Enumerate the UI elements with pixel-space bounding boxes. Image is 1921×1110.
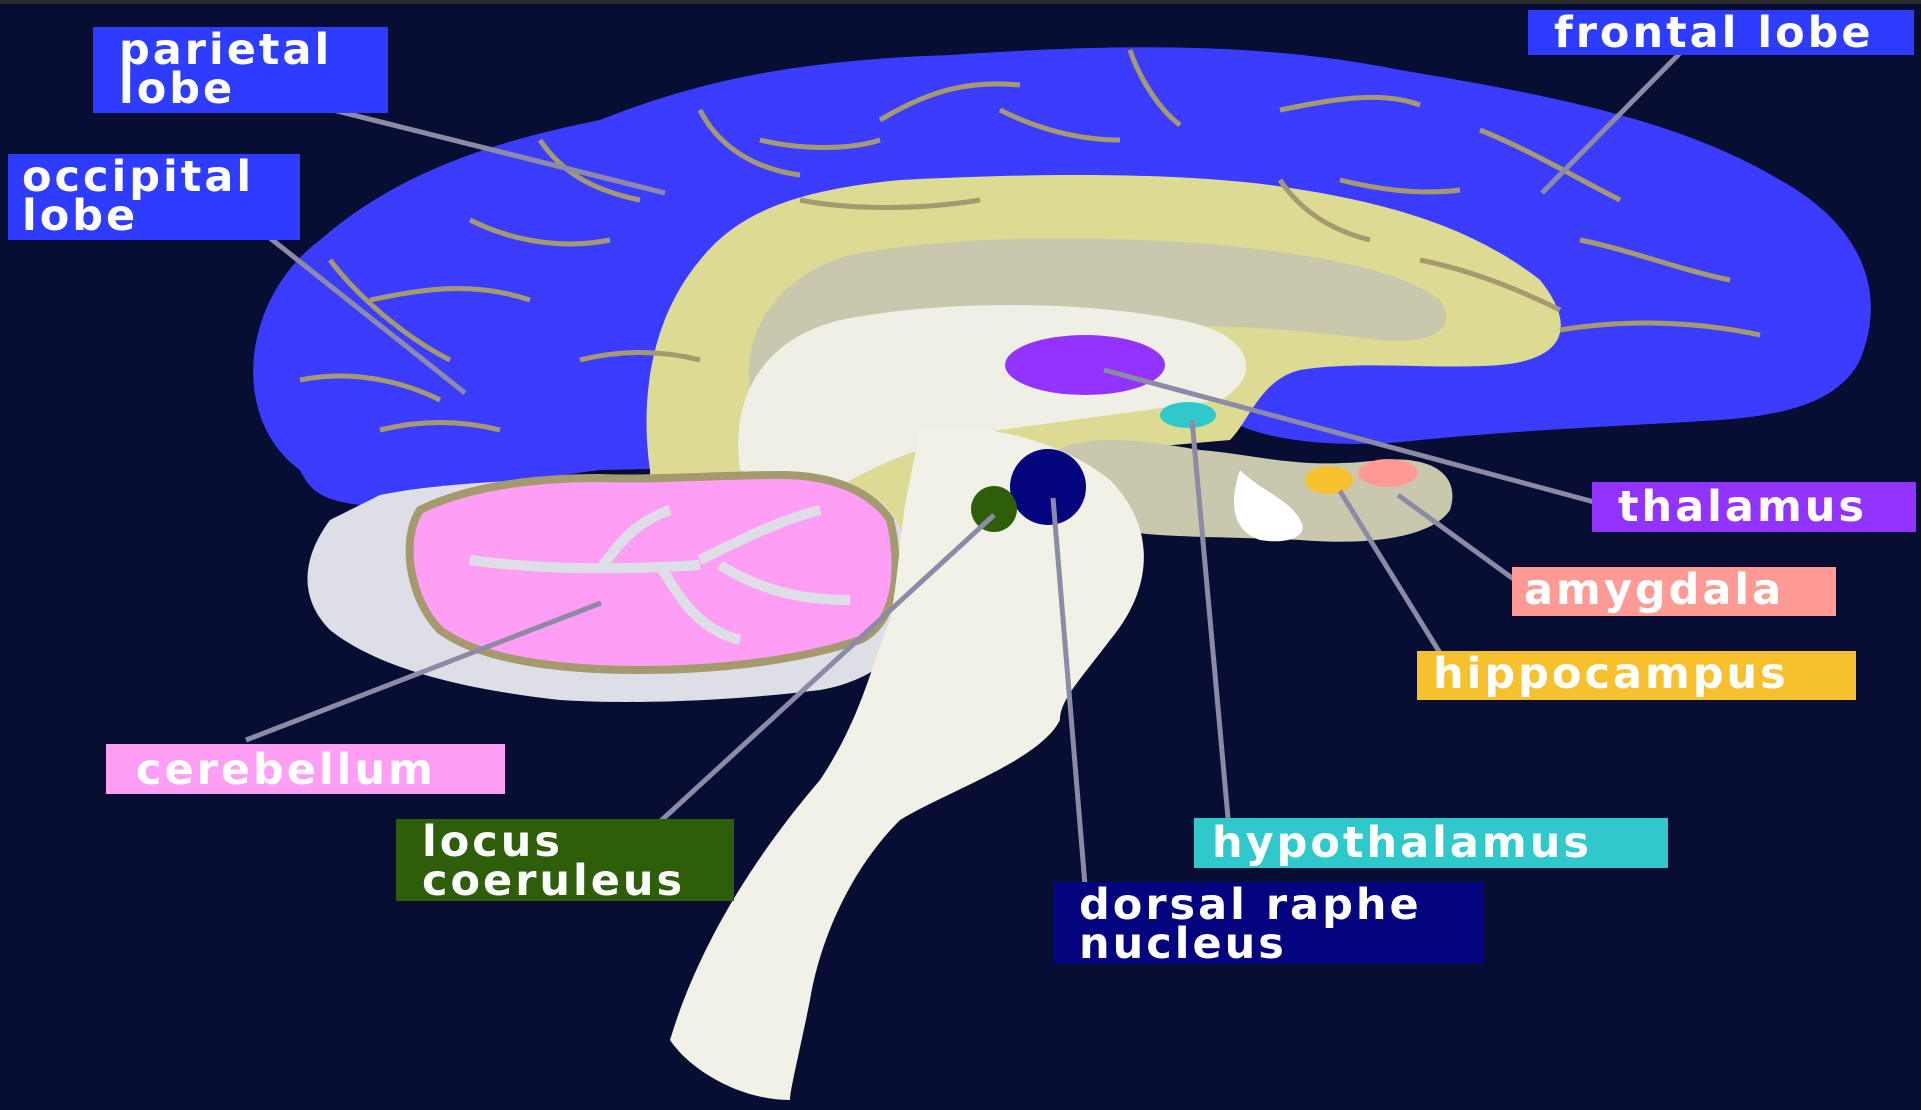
label-dorsal-raphe-nucleus: dorsal raphe nucleus [1053,882,1484,964]
thalamus-structure [1005,335,1165,395]
label-cerebellum: cerebellum [106,744,505,794]
label-amygdala: amygdala [1512,567,1836,616]
label-parietal-lobe: parietal lobe [93,27,388,113]
label-frontal-lobe: frontal lobe [1528,10,1914,55]
label-occipital-lobe: occipital lobe [8,154,300,240]
hypothalamus-structure [1160,402,1216,428]
dorsal-raphe-structure [1010,449,1086,525]
hippocampus-structure [1305,466,1353,494]
leader-amygdala [1398,495,1519,583]
label-hippocampus: hippocampus [1417,651,1856,700]
label-thalamus: thalamus [1592,482,1916,532]
label-locus-coeruleus: locus coeruleus [396,819,734,901]
cerebellum-tissue [410,475,896,670]
amygdala-structure [1358,459,1418,487]
label-hypothalamus: hypothalamus [1194,818,1668,868]
locus-coeruleus-structure [971,486,1017,532]
